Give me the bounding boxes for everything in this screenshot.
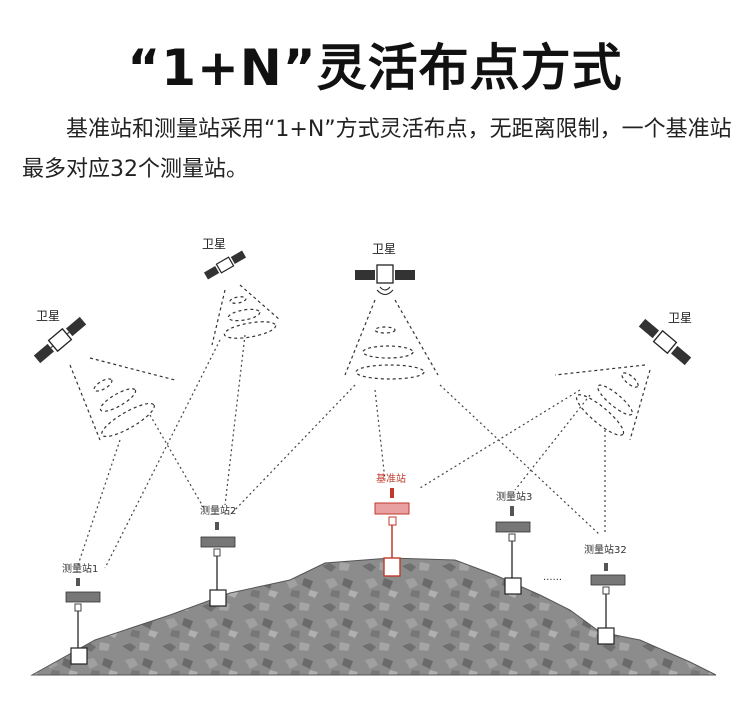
measurement-station-2 (200, 522, 236, 607)
satellite-label: 卫星 (372, 242, 396, 256)
satellite-label: 卫星 (36, 309, 60, 323)
base-station-label: 基准站 (376, 472, 406, 485)
measurement-station-1 (65, 578, 101, 665)
beam-cone-2 (211, 284, 281, 346)
satellite-icon (638, 318, 692, 366)
satellite-label: 卫星 (202, 237, 226, 251)
beam-cone-1 (69, 357, 176, 441)
measurement-station-3 (495, 506, 531, 595)
description-text: 基准站和测量站采用“1+N”方式灵活布点，无距离限制，一个基准站最多对应32个测… (22, 117, 732, 182)
base-station (374, 488, 410, 577)
satellite-icon (355, 264, 415, 295)
ellipsis-text: ...... (543, 572, 562, 583)
station-label: 测量站2 (200, 504, 236, 517)
satellite-label: 卫星 (668, 311, 692, 325)
station-label: 测量站32 (584, 543, 627, 556)
beam-cone-3 (344, 299, 439, 380)
mountain-terrain (30, 557, 717, 676)
signal-links (77, 334, 606, 569)
beam-cone-4 (554, 364, 651, 441)
satellite-icon (33, 316, 87, 364)
page-title: “1+N”灵活布点方式 (127, 39, 623, 97)
station-label: 测量站3 (496, 490, 532, 503)
satellite-icon (203, 250, 247, 280)
measurement-station-32 (590, 563, 626, 645)
station-label: 测量站1 (62, 562, 98, 575)
